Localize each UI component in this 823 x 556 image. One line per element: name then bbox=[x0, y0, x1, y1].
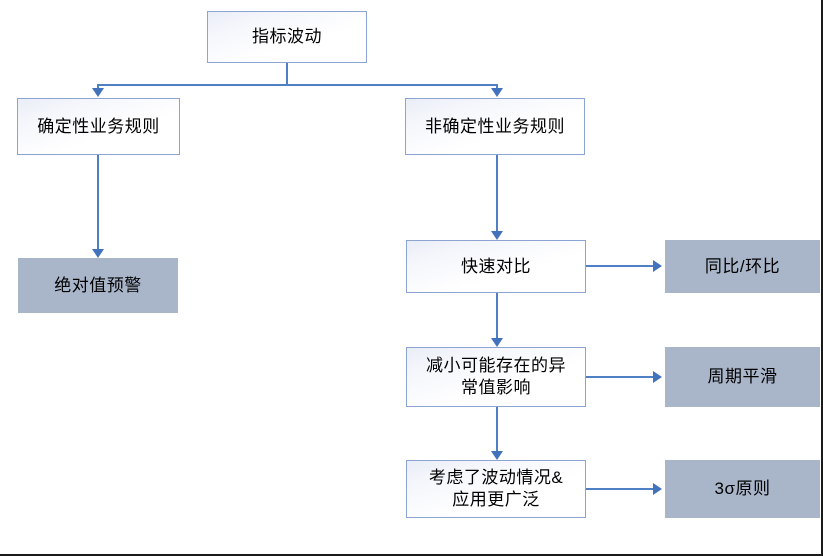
node-outcome-2[interactable]: 周期平滑 bbox=[665, 347, 820, 407]
node-root-label: 指标波动 bbox=[252, 27, 322, 47]
arrowhead-to-right-branch bbox=[491, 88, 503, 97]
node-step-2[interactable]: 减小可能存在的异 常值影响 bbox=[406, 347, 586, 407]
arrowhead-step-1 bbox=[491, 231, 503, 240]
node-right-branch[interactable]: 非确定性业务规则 bbox=[405, 98, 585, 155]
arrowhead-step-2 bbox=[491, 338, 503, 347]
connector-step-1-to-outcome bbox=[586, 265, 654, 267]
node-left-outcome[interactable]: 绝对值预警 bbox=[18, 258, 178, 313]
node-right-branch-label: 非确定性业务规则 bbox=[425, 116, 565, 136]
connector-split-bus bbox=[97, 84, 498, 86]
arrowhead-left-outcome bbox=[92, 249, 104, 258]
connector-root-stem bbox=[286, 63, 288, 85]
arrowhead-step-3 bbox=[491, 451, 503, 460]
connector-left-branch-to-outcome bbox=[97, 155, 99, 250]
node-left-branch[interactable]: 确定性业务规则 bbox=[17, 98, 180, 155]
node-step-3-label: 考虑了波动情况& 应用更广泛 bbox=[428, 468, 564, 509]
node-left-outcome-label: 绝对值预警 bbox=[54, 275, 142, 295]
connector-bus-to-right bbox=[496, 84, 498, 90]
connector-step-2-to-step-3 bbox=[496, 407, 498, 453]
node-step-1[interactable]: 快速对比 bbox=[406, 240, 586, 293]
node-outcome-3-label: 3σ原则 bbox=[714, 479, 771, 499]
node-step-2-label: 减小可能存在的异 常值影响 bbox=[426, 356, 566, 397]
node-outcome-3[interactable]: 3σ原则 bbox=[665, 460, 820, 518]
arrowhead-outcome-1 bbox=[653, 260, 662, 272]
node-step-3[interactable]: 考虑了波动情况& 应用更广泛 bbox=[406, 460, 586, 518]
node-left-branch-label: 确定性业务规则 bbox=[37, 116, 160, 136]
connector-right-branch-to-step-1 bbox=[496, 155, 498, 234]
arrowhead-to-left-branch bbox=[92, 88, 104, 97]
node-outcome-1[interactable]: 同比/环比 bbox=[665, 240, 820, 293]
connector-step-1-to-step-2 bbox=[496, 293, 498, 340]
connector-step-3-to-outcome bbox=[586, 488, 654, 490]
node-outcome-1-label: 同比/环比 bbox=[704, 256, 781, 276]
connector-bus-to-left bbox=[97, 84, 99, 90]
node-step-1-label: 快速对比 bbox=[461, 256, 531, 276]
arrowhead-outcome-2 bbox=[653, 371, 662, 383]
node-root[interactable]: 指标波动 bbox=[207, 11, 367, 63]
node-outcome-2-label: 周期平滑 bbox=[707, 367, 778, 387]
arrowhead-outcome-3 bbox=[653, 483, 662, 495]
connector-step-2-to-outcome bbox=[586, 376, 654, 378]
